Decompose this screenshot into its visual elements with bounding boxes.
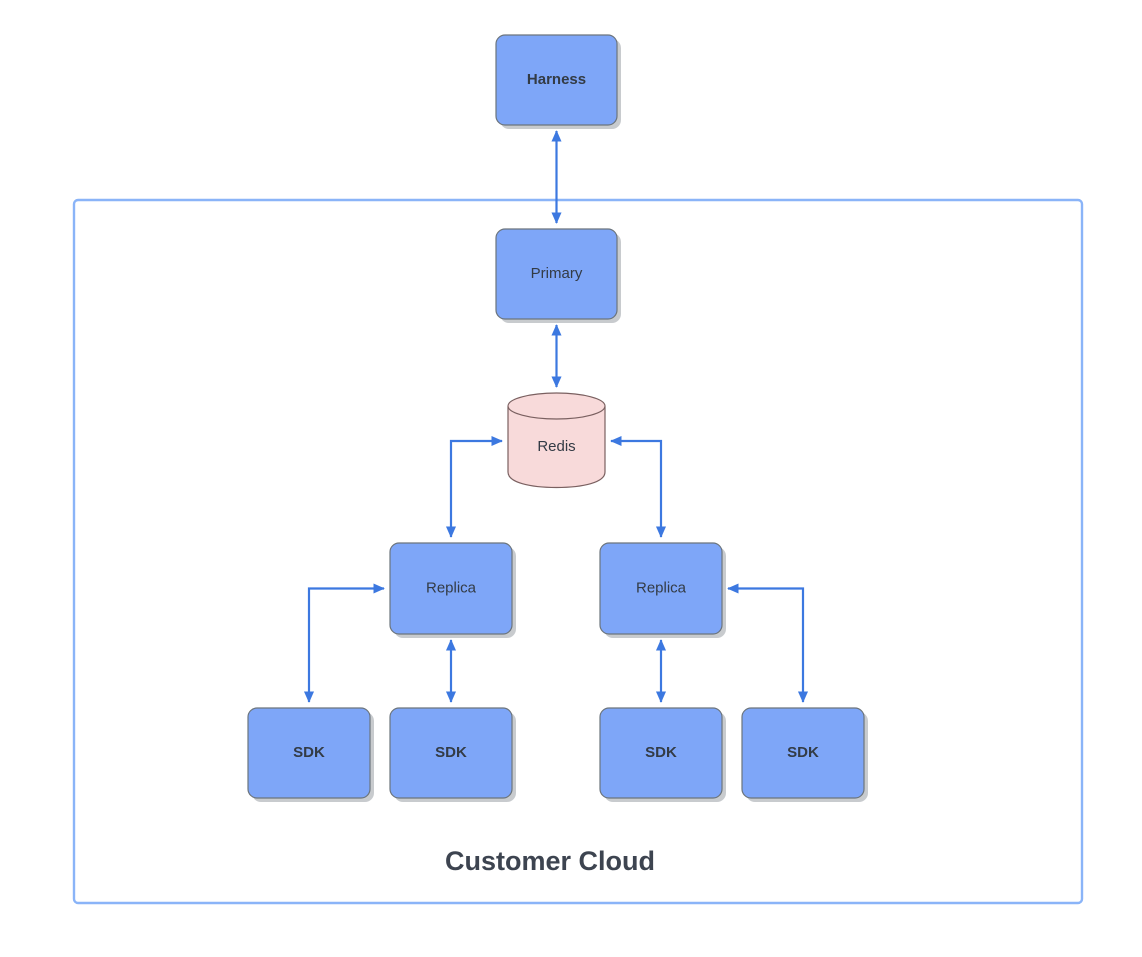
node-replica-right-body [599,542,723,635]
connector-replica-left-sdk-1 [303,583,385,703]
node-replica-left-label: Replica [426,579,477,596]
node-replica-right[interactable]: Replica [599,542,726,638]
node-sdk-2[interactable]: SDK [389,707,516,802]
node-sdk-1-label: SDK [293,744,325,761]
node-sdk-4-label: SDK [787,744,819,761]
node-primary-body [495,228,618,320]
node-sdk-4-body [741,707,865,799]
node-sdk-1-body [247,707,371,799]
connector-redis-replica-right [610,435,667,538]
customer-cloud-title: Customer Cloud [445,846,655,876]
node-replica-left-body [389,542,513,635]
connector-layer [303,130,809,703]
node-sdk-2-label: SDK [435,744,467,761]
node-primary[interactable]: Primary [495,228,621,323]
customer-cloud-container [72,198,1084,905]
connector-redis-replica-left [445,435,503,538]
node-sdk-3-label: SDK [645,744,677,761]
node-sdk-3[interactable]: SDK [599,707,726,802]
node-replica-right-label: Replica [636,579,687,596]
node-sdk-4[interactable]: SDK [741,707,868,802]
node-harness[interactable]: Harness [495,34,621,129]
node-redis-label: Redis [537,438,575,455]
node-redis-cylinder-top [507,392,606,420]
node-sdk-1[interactable]: SDK [247,707,374,802]
node-redis-cylinder-body [507,406,606,489]
node-replica-left[interactable]: Replica [389,542,516,638]
node-primary-label: Primary [531,265,583,282]
node-harness-label: Harness [527,71,586,88]
node-redis[interactable]: Redis [507,392,606,489]
node-sdk-3-body [599,707,723,799]
customer-cloud-frame [72,198,1084,905]
node-sdk-2-body [389,707,513,799]
connector-replica-right-sdk-4 [727,583,809,703]
node-harness-body [495,34,618,126]
